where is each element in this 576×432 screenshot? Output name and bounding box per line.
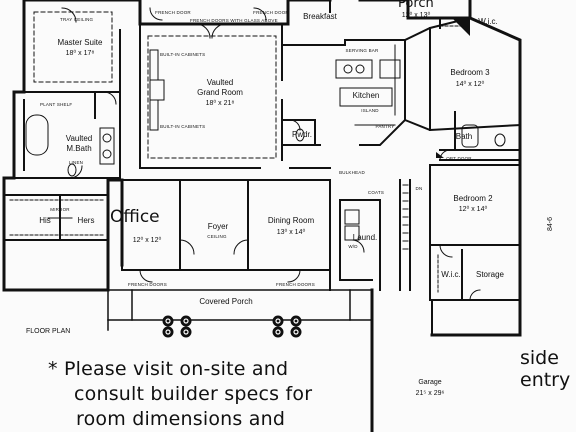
pantry-label: PANTRY: [375, 124, 395, 129]
covered-porch-outline: [107, 289, 373, 331]
tray-ceiling-label: TRAY CEILING: [60, 17, 94, 22]
note-line-3: room dimensions and: [76, 408, 286, 430]
side-entry-line-2: entry: [520, 369, 571, 391]
fixtures: [9, 11, 506, 293]
wic-corner-shade: [452, 18, 470, 36]
foyer-ceiling-label: CEILING: [207, 234, 227, 239]
plant-shelf-label: PLANT SHELF: [40, 102, 73, 107]
french-doors-glass-label: FRENCH DOORS WITH GLASS ABOVE: [190, 18, 278, 23]
covered-porch-label: Covered Porch: [199, 297, 253, 306]
coats-label: COATS: [367, 190, 385, 195]
dining-room-dims: 13⁰ x 14⁰: [276, 229, 306, 236]
note-line-2: consult builder specs for: [74, 383, 313, 405]
serving-bar-label: SERVING BAR: [345, 48, 379, 53]
linen-label: LINEN: [68, 160, 84, 165]
office-dims: 12⁰ x 12⁰: [132, 237, 162, 244]
french-door-label: FRENCH DOOR: [155, 10, 191, 15]
bedroom-2-label: Bedroom 2: [453, 194, 493, 203]
master-suite-dims: 18⁰ x 17⁸: [65, 50, 95, 57]
garage-label: Garage: [418, 379, 442, 386]
porch-top-dims: 12⁰ x 13⁰: [401, 12, 431, 19]
bedroom-2-dims: 12⁰ x 14⁰: [458, 206, 488, 213]
note-line-1: * Please visit on-site and: [48, 358, 289, 380]
built-in-cabinets-label-2: BUILT-IN CABINETS: [160, 124, 206, 129]
bedroom-3-label: Bedroom 3: [450, 68, 490, 77]
wic-bottom-label: W.i.c.: [441, 270, 461, 279]
floor-plan-caption: FLOOR PLAN: [26, 328, 71, 335]
pwdr-label: Pwdr.: [291, 130, 312, 139]
foyer-label: Foyer: [207, 222, 229, 231]
grand-room-label: Vaulted Grand Room: [197, 78, 243, 97]
porch-top-label: Porch: [398, 0, 434, 11]
vaulted-mbath-label: Vaulted M.Bath: [65, 134, 93, 153]
office-handwritten-label: Office: [110, 207, 160, 227]
opt-door-label: OPT DOOR: [446, 156, 472, 161]
dining-room-label: Dining Room: [267, 216, 315, 225]
storage-label: Storage: [475, 270, 505, 279]
plan-number: 84-6: [547, 217, 554, 232]
laundry-label: Laund.: [352, 233, 378, 242]
built-in-cabinets-label: BUILT-IN CABINETS: [160, 52, 206, 57]
garage-dims: 21⁵ x 29⁶: [415, 390, 445, 397]
bulkhead-label: BULKHEAD: [339, 170, 365, 175]
breakfast-label: Breakfast: [303, 12, 337, 21]
french-door-label-2: FRENCH DOOR: [253, 10, 289, 15]
french-doors-office-label: FRENCH DOORS: [128, 282, 167, 287]
french-doors-dining-label: FRENCH DOORS: [276, 282, 315, 287]
stair-dn-label: DN: [415, 186, 423, 191]
mirror-label: MIRROR: [50, 207, 70, 212]
bedroom-3-dims: 14⁰ x 12⁰: [455, 81, 485, 88]
porch-columns: [162, 315, 302, 338]
hers-closet-label: Hers: [77, 216, 95, 225]
interior-wall: [3, 0, 522, 336]
door-swing: [61, 7, 481, 301]
wic-top-label: W.i.c.: [478, 17, 498, 26]
bath-label: Bath: [455, 132, 473, 141]
grand-room-dims: 18⁰ x 21⁸: [205, 100, 235, 107]
wd-label: W/D: [348, 244, 358, 249]
master-suite-label: Master Suite: [57, 38, 103, 47]
his-closet-label: His: [39, 216, 51, 225]
island-label: ISLAND: [361, 108, 379, 113]
side-entry-line-1: side: [520, 347, 559, 369]
kitchen-label: Kitchen: [352, 91, 380, 100]
